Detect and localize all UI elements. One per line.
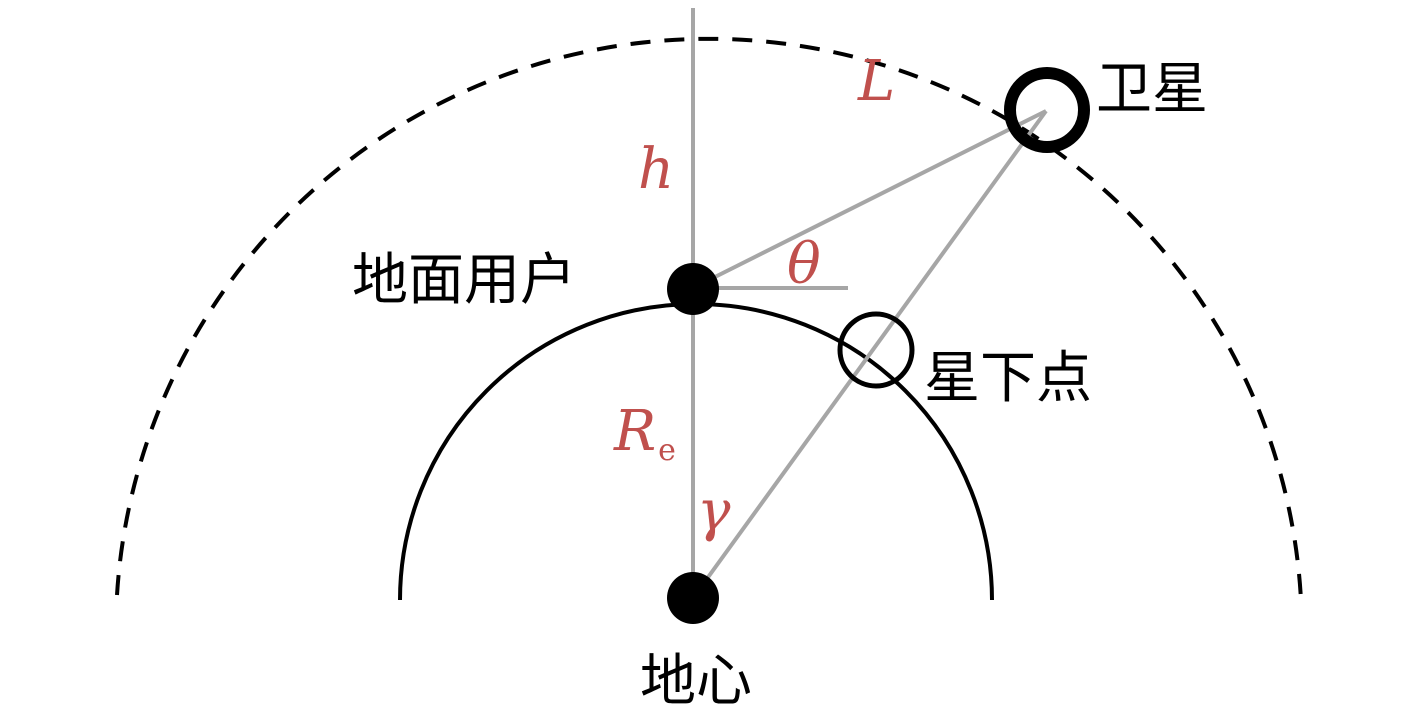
earth-center-dot	[667, 572, 719, 624]
sub-satellite-point-marker	[837, 311, 915, 389]
sub-satellite-point-label: 星下点	[924, 346, 1092, 411]
altitude-symbol: h	[638, 137, 674, 202]
central-angle-symbol: γ	[697, 479, 731, 544]
earth-radius-main: R	[613, 399, 656, 464]
earth-radius-subscript: e	[658, 433, 676, 468]
satellite-marker	[1004, 67, 1090, 153]
elevation-angle-symbol: θ	[787, 232, 821, 297]
earth-radius-symbol: Re	[613, 399, 676, 468]
ground-user-dot	[667, 263, 719, 315]
ground-user-label: 地面用户	[352, 248, 576, 313]
earth-surface-arc	[398, 302, 994, 601]
slant-range-line	[692, 109, 1047, 290]
slant-range-symbol: L	[857, 49, 895, 114]
center-to-satellite-line	[691, 109, 1048, 600]
earth-center-label: 地心	[640, 649, 752, 713]
satellite-orbit-arc	[115, 36, 1303, 601]
satellite-label: 卫星	[1096, 57, 1208, 122]
